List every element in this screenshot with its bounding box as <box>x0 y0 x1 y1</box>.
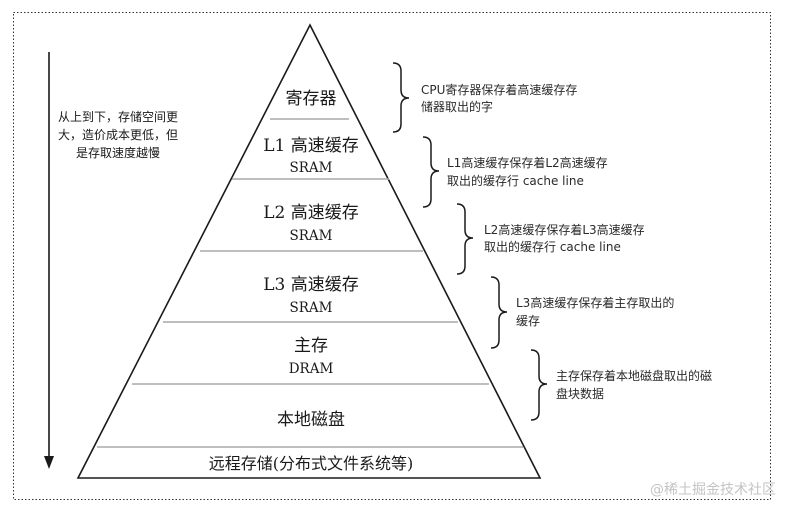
pyramid <box>76 23 542 479</box>
dotted-frame <box>13 12 771 500</box>
level-6-name: 远程存储(分布式文件系统等) <box>209 454 414 473</box>
side-note-line-1: 从上到下，存储空间更 <box>58 109 178 124</box>
brace-3-icon <box>456 203 474 275</box>
level-3-name: L3 高速缓存 <box>263 275 359 295</box>
level-2-tech: SRAM <box>290 228 333 244</box>
side-note: 从上到下，存储空间更 大，造价成本更低，但 是存取速度越慢 <box>58 109 178 160</box>
level-4-name: 主存 <box>294 336 328 356</box>
level-labels: 寄存器 L1 高速缓存 SRAM L2 高速缓存 SRAM L3 高速缓存 SR… <box>209 89 414 473</box>
side-note-line-3: 是存取速度越慢 <box>76 145 160 160</box>
note-3-line-1: L2高速缓存保存着L3高速缓存 <box>484 222 645 237</box>
brace-1-icon <box>392 62 410 133</box>
notes: CPU寄存器保存着高速缓存存 储器取出的字 L1高速缓存保存着L2高速缓存 取出… <box>421 82 712 401</box>
level-2-name: L2 高速缓存 <box>263 203 359 223</box>
braces <box>392 62 548 421</box>
note-5-line-1: 主存保存着本地磁盘取出的磁 <box>556 368 712 383</box>
brace-2-icon <box>422 136 440 208</box>
level-3-tech: SRAM <box>290 300 333 316</box>
level-5-name: 本地磁盘 <box>277 410 345 430</box>
brace-5-icon <box>530 349 548 421</box>
brace-4-icon <box>490 276 508 349</box>
note-1-line-1: CPU寄存器保存着高速缓存存 <box>421 82 577 97</box>
watermark: @稀土掘金技术社区 <box>650 482 776 498</box>
side-note-line-2: 大，造价成本更低，但 <box>58 128 178 142</box>
arrow-head-icon <box>44 456 54 469</box>
down-arrow <box>44 52 54 469</box>
note-2-line-2: 取出的缓存行 cache line <box>447 173 584 188</box>
note-4-line-2: 缓存 <box>516 314 540 328</box>
note-3-line-2: 取出的缓存行 cache line <box>484 239 621 254</box>
level-4-tech: DRAM <box>289 361 334 377</box>
level-1-name: L1 高速缓存 <box>263 136 359 156</box>
note-4-line-1: L3高速缓存保存着主存取出的 <box>516 295 674 310</box>
note-1-line-2: 储器取出的字 <box>421 99 493 114</box>
level-0-name: 寄存器 <box>286 89 337 109</box>
note-5-line-2: 盘块数据 <box>556 386 604 401</box>
note-2-line-1: L1高速缓存保存着L2高速缓存 <box>447 155 608 170</box>
level-1-tech: SRAM <box>290 160 333 176</box>
